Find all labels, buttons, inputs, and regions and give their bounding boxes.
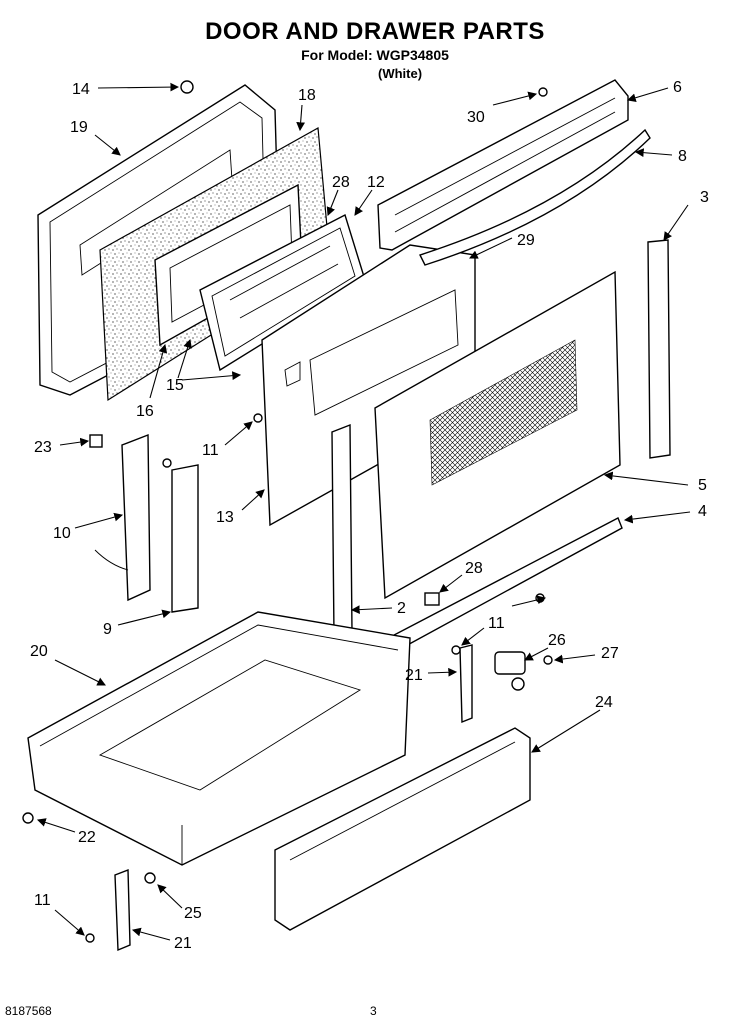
- drawer-roller: [494, 651, 526, 691]
- callout-4: 4: [698, 503, 707, 520]
- callout-15: 15: [166, 377, 184, 394]
- callout-24: 24: [595, 694, 613, 711]
- drawer-front-panel: [274, 727, 531, 931]
- callout-25: 25: [184, 905, 202, 922]
- drawer-slide-left: [114, 868, 131, 952]
- callout-23: 23: [34, 439, 52, 456]
- page-number: 3: [370, 1004, 377, 1018]
- screw-11c: [451, 645, 461, 655]
- screw-27: [543, 655, 553, 665]
- callout-10: 10: [53, 525, 71, 542]
- callout-16: 16: [136, 403, 154, 420]
- callout-28a: 28: [332, 174, 350, 191]
- model-line: For Model: WGP34805: [301, 47, 449, 63]
- callout-18: 18: [298, 87, 316, 104]
- callout-19: 19: [70, 119, 88, 136]
- inner-door-liner: [261, 244, 476, 527]
- drawer-slide-right: [459, 644, 473, 724]
- callout-3: 3: [700, 189, 709, 206]
- screw-11a: [253, 413, 263, 423]
- callout-27: 27: [601, 645, 619, 662]
- leader-lines: [36, 82, 691, 941]
- callout-12: 12: [367, 174, 385, 191]
- color-line: (White): [378, 66, 423, 81]
- callout-13: 13: [216, 509, 234, 526]
- callout-5: 5: [698, 477, 707, 494]
- callout-30: 30: [467, 109, 485, 126]
- clip-23: [89, 434, 103, 448]
- callout-2: 2: [397, 600, 406, 617]
- callout-14: 14: [72, 81, 90, 98]
- callout-21a: 21: [405, 667, 423, 684]
- callout-11a: 11: [202, 442, 219, 459]
- callout-9: 9: [103, 621, 112, 638]
- page-title: DOOR AND DRAWER PARTS: [205, 18, 545, 45]
- callout-8: 8: [678, 148, 687, 165]
- right-side-trim: [647, 239, 671, 459]
- clip-28: [424, 592, 440, 606]
- callout-11b: 11: [488, 615, 505, 632]
- screw-22: [22, 812, 34, 824]
- screw-25: [144, 872, 156, 884]
- outer-door-glass: [374, 270, 621, 600]
- vent-trim: [377, 79, 629, 251]
- door-hinge: [94, 433, 151, 602]
- callout-29: 29: [517, 232, 535, 249]
- callout-6: 6: [673, 79, 682, 96]
- callout-22: 22: [78, 829, 96, 846]
- callout-11c: 11: [34, 892, 51, 909]
- callout-28b: 28: [465, 560, 483, 577]
- screw-11b: [162, 458, 172, 468]
- screw-11e: [85, 933, 95, 943]
- callout-21b: 21: [174, 935, 192, 952]
- storage-drawer: [27, 611, 411, 866]
- screw-30: [538, 87, 548, 97]
- door-handle: [419, 128, 651, 266]
- document-number: 8187568: [5, 1004, 52, 1018]
- callout-20: 20: [30, 643, 48, 660]
- left-side-trim: [331, 423, 353, 637]
- callout-26: 26: [548, 632, 566, 649]
- hinge-receptacle: [171, 464, 199, 613]
- screw-14: [180, 80, 194, 94]
